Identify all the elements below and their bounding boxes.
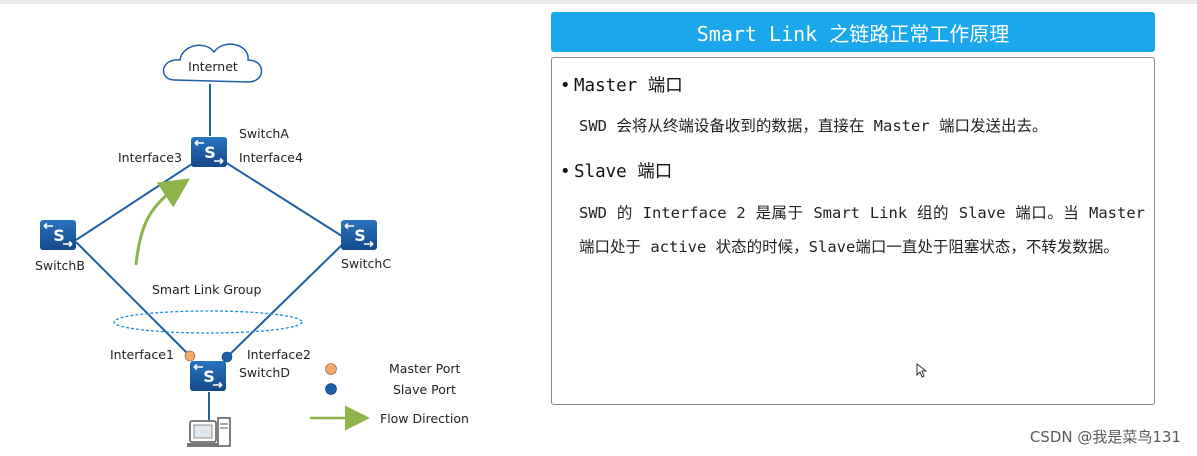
switch-a-label: SwitchA	[239, 126, 289, 141]
master-heading-text: Master 端口	[574, 76, 683, 96]
switch-c-icon	[340, 219, 378, 251]
smart-link-group-label: Smart Link Group	[152, 282, 261, 297]
pc-icon	[187, 417, 231, 447]
flow-arrow	[134, 178, 190, 266]
smart-link-diagram: S Internet SwitchA SwitchB SwitchC Switc…	[35, 43, 469, 447]
bullet: •	[560, 76, 571, 96]
master-paragraph: SWD 会将从终端设备收到的数据，直接在 Master 端口发送出去。	[579, 117, 1048, 135]
smart-link-group-ellipse	[113, 310, 303, 334]
interface4-label: Interface4	[239, 150, 303, 165]
slave-paragraph: SWD 的 Interface 2 是属于 Smart Link 组的 Slav…	[579, 204, 1145, 256]
links	[75, 84, 346, 420]
legend-master-label: Master Port	[389, 361, 461, 376]
content-panel: •Master 端口 SWD 会将从终端设备收到的数据，直接在 Master 端…	[551, 57, 1155, 405]
bullet: •	[560, 162, 571, 182]
interface1-label: Interface1	[110, 347, 174, 362]
switch-d-icon	[189, 360, 227, 392]
slave-heading-text: Slave 端口	[574, 162, 673, 182]
slave-heading: •Slave 端口	[560, 158, 672, 183]
interface2-label: Interface2	[247, 347, 311, 362]
legend-slave-dot	[325, 383, 337, 395]
switch-b-icon	[39, 219, 77, 251]
interface3-label: Interface3	[118, 150, 182, 165]
link-switcha-switchb	[75, 161, 196, 241]
master-heading: •Master 端口	[560, 72, 683, 97]
top-strip	[0, 0, 1197, 4]
slave-port-dot	[221, 351, 233, 363]
watermark: CSDN @我是菜鸟131	[1029, 428, 1181, 446]
legend-master-dot	[325, 363, 337, 375]
switch-a-icon	[190, 136, 228, 168]
switch-d-label: SwitchD	[239, 365, 290, 380]
legend-flow-label: Flow Direction	[380, 411, 469, 426]
switch-b-label: SwitchB	[35, 258, 85, 273]
switch-c-label: SwitchC	[341, 256, 391, 271]
link-switcha-switchc	[224, 161, 346, 239]
legend-slave-label: Slave Port	[393, 382, 456, 397]
legend: Master Port Slave Port Flow Direction	[310, 361, 469, 431]
internet-label: Internet	[188, 59, 238, 74]
mouse-cursor-icon	[916, 363, 928, 378]
link-switchc-switchd	[225, 241, 346, 359]
internet-cloud: Internet	[162, 43, 263, 83]
panel-title: Smart Link 之链路正常工作原理	[551, 12, 1155, 52]
link-switchb-switchd	[75, 241, 193, 359]
master-port-dot	[184, 350, 196, 362]
